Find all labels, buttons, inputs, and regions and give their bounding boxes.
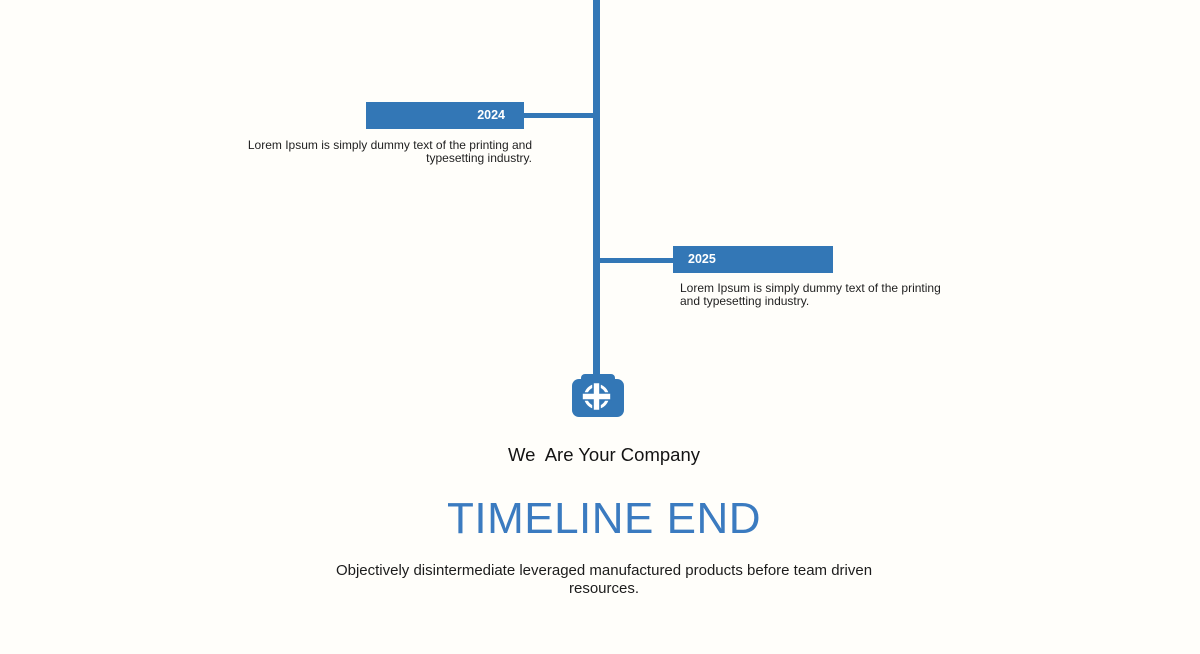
- event-desc-2025-line2: and typesetting industry.: [680, 293, 810, 308]
- first-aid-kit-icon: [572, 374, 625, 418]
- page-subtitle-line1: Objectively disintermediate leveraged ma…: [335, 562, 873, 579]
- year-label-2025: 2025: [688, 252, 716, 266]
- page-title: TIMELINE END: [446, 494, 762, 543]
- event-desc-2025: Lorem Ipsum is simply dummy text of the …: [680, 282, 970, 308]
- year-label-2024: 2024: [477, 108, 505, 122]
- event-desc-2024: Lorem Ipsum is simply dummy text of the …: [212, 139, 532, 165]
- timeline-spine: [593, 0, 600, 378]
- event-desc-2024-line1: Lorem Ipsum is simply dummy text of the …: [247, 138, 532, 152]
- connector-2024: [523, 113, 594, 118]
- page-subtitle-line2: resources.: [568, 579, 640, 597]
- year-box-2025: 2025: [673, 246, 833, 273]
- year-box-2024: 2024: [366, 102, 524, 129]
- connector-2025: [599, 258, 674, 263]
- event-desc-2025-line1: Lorem Ipsum is simply dummy text of the …: [680, 281, 941, 295]
- page-subtitle: Objectively disintermediate leveraged ma…: [104, 562, 1104, 597]
- event-desc-2024-line2: typesetting industry.: [426, 150, 532, 165]
- company-tagline: We Are Your Company: [508, 444, 700, 465]
